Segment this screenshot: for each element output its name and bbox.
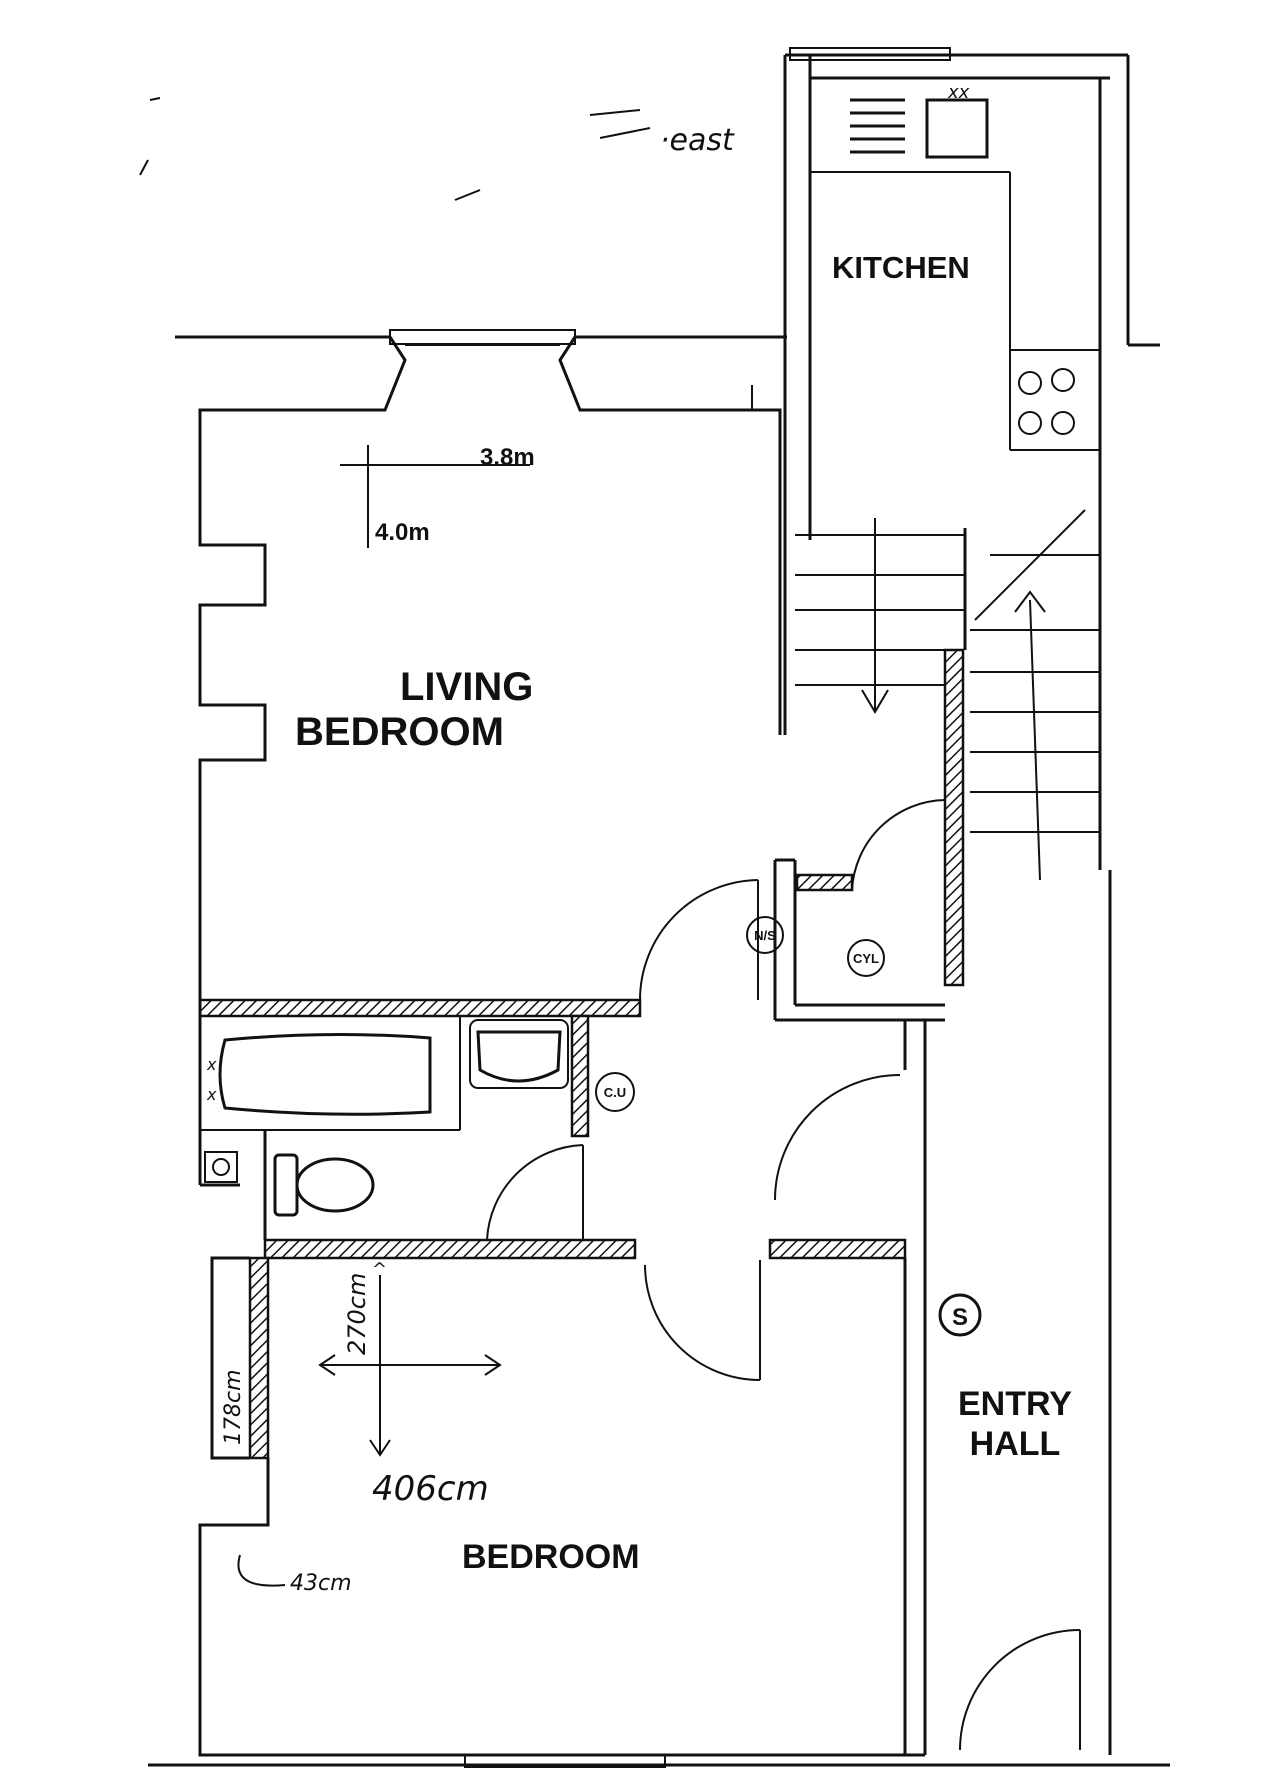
entry-hall-label: ENTRY	[958, 1385, 1072, 1423]
smoke-detector-label: S	[952, 1304, 968, 1331]
cupboard-walls	[773, 858, 945, 1070]
living-walls	[198, 329, 782, 1000]
bedroom-dimension-arrows: ^	[318, 1259, 502, 1457]
kitchen-sink	[925, 98, 989, 159]
bedroom-top-wall	[263, 1238, 637, 1260]
bedroom-left-wall	[248, 1256, 270, 1460]
shower-tray-icon	[204, 1151, 238, 1183]
bedroom-width-label: 406cm	[372, 1469, 489, 1509]
bathroom-door-swing	[486, 1144, 584, 1241]
stairs-up	[970, 490, 1102, 881]
toilet-icon	[273, 1153, 375, 1217]
hall-door-swing	[774, 1074, 901, 1201]
cylinder-label: CYL	[853, 951, 879, 966]
living-door-swing	[639, 879, 759, 1001]
recess-arrow	[237, 1554, 286, 1587]
smoke-detector-icon	[938, 1293, 982, 1337]
bathroom-walls	[198, 1000, 461, 1240]
kitchen-window	[789, 47, 951, 61]
bedroom-length-label: 270cm	[343, 1273, 371, 1355]
hall-walls	[923, 870, 1112, 1755]
consumer-unit-icon	[595, 1072, 635, 1112]
night-store-heater-icon	[746, 916, 784, 954]
bedroom-recess-label: 43cm	[290, 1571, 352, 1596]
svg-text:^: ^	[372, 1259, 387, 1280]
hob-icon	[1018, 368, 1075, 435]
stairs-down	[795, 518, 967, 714]
living-window	[389, 329, 576, 345]
bathroom-top-wall	[198, 998, 642, 1018]
bedroom-door-swing	[644, 1264, 761, 1381]
bedroom-alcove-label: 178cm	[221, 1369, 246, 1445]
living-label-line2: BEDROOM	[295, 710, 504, 754]
cupboard-door-swing	[851, 799, 946, 891]
bath-tap-mark-2: x	[206, 1085, 217, 1104]
kitchen-label: KITCHEN	[832, 250, 970, 285]
bedroom-top-wall-right	[768, 1238, 907, 1260]
bathroom-right-wall	[570, 1014, 590, 1138]
basin-icon	[476, 1030, 562, 1083]
night-store-label: N/S	[754, 928, 776, 943]
cupboard-partition	[795, 873, 854, 892]
header-text: ·east	[660, 123, 735, 158]
living-width-label: 3.8m	[480, 444, 535, 471]
living-dimension-lines	[340, 445, 530, 548]
bedroom-window	[464, 1754, 666, 1768]
entry-door-swing	[959, 1629, 1081, 1751]
kitchen-walls	[783, 47, 1130, 735]
bath-icon	[218, 1032, 432, 1116]
consumer-unit-label: C.U	[604, 1085, 626, 1100]
kitchen-drainer	[850, 98, 905, 154]
bedroom-walls	[198, 1256, 925, 1768]
stair-wall	[943, 648, 965, 987]
header-scribble: ·east	[139, 97, 735, 201]
bath-tap-mark: x	[206, 1055, 217, 1074]
bedroom-label: BEDROOM	[462, 1538, 640, 1576]
living-label: LIVING	[400, 665, 533, 709]
tap-mark: xx	[947, 82, 970, 103]
cylinder-icon	[847, 939, 885, 977]
entry-hall-label-line2: HALL	[970, 1425, 1061, 1463]
living-length-label: 4.0m	[375, 519, 430, 546]
